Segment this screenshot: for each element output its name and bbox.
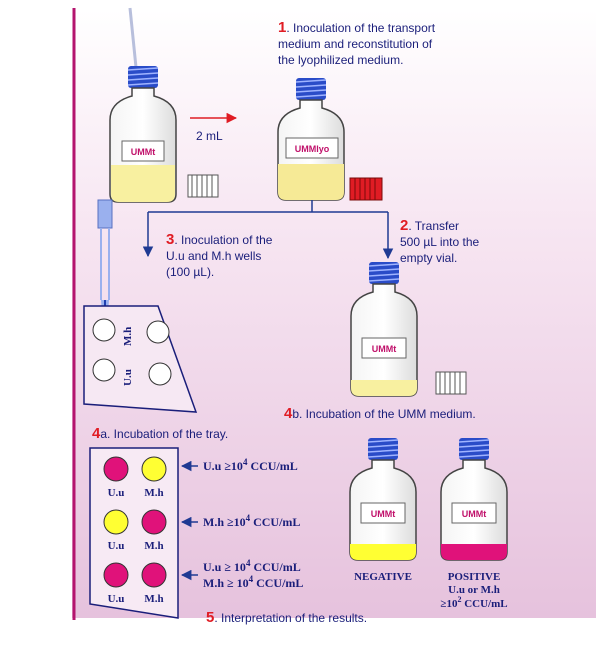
result-text-3b: M.h ≥ 104 CCU/mL (203, 574, 303, 590)
positive-label-line3: ≥102 CCU/mL (440, 595, 507, 610)
vial-transport: UMMt (109, 65, 177, 203)
result-well-r1-uu (103, 456, 129, 482)
vial-empty: UMMt (350, 261, 418, 397)
tray-top: M.h U.u (83, 305, 198, 413)
result-text-3a: U.u ≥ 104 CCU/mL (203, 558, 301, 574)
vial-lyo: UMMlyo (277, 77, 345, 201)
step2-text-line3: empty vial. (400, 251, 457, 265)
positive-label-line2: U.u or M.h (448, 584, 500, 596)
step4a-text: 4a. Incubation of the tray. (92, 425, 228, 442)
vial-empty-label: UMMt (372, 344, 397, 354)
step1-text-line3: the lyophilized medium. (278, 53, 403, 67)
step4b-text: 4b. Incubation of the UMM medium. (284, 405, 476, 422)
tray-results: U.u M.h U.u M.h U.u M.h (89, 447, 179, 619)
step5-number: 5 (206, 609, 214, 626)
step4a-number: 4 (92, 425, 101, 442)
result-label-r2-mh: M.h (144, 540, 163, 552)
step1-text-line2: medium and reconstitution of (278, 37, 433, 51)
step3-text-line3: (100 µL). (166, 265, 214, 279)
tray-well-mh-2 (146, 320, 170, 344)
step1-text: 1. Inoculation of the transport (278, 19, 436, 36)
result-well-r2-uu (103, 509, 129, 535)
tray-label-mh: M.h (122, 327, 134, 346)
negative-label: NEGATIVE (354, 571, 412, 583)
result-well-r2-mh (141, 509, 167, 535)
result-label-r1-uu: U.u (108, 487, 125, 499)
step5-text: 5. Interpretation of the results. (206, 609, 367, 626)
result-well-r3-mh (141, 562, 167, 588)
vial-positive: UMMt (440, 437, 508, 561)
step3-number: 3 (166, 231, 174, 248)
result-label-r2-uu: U.u (108, 540, 125, 552)
vial-positive-label: UMMt (462, 509, 487, 519)
result-well-r3-uu (103, 562, 129, 588)
step3-text: 3. Inoculation of the (166, 231, 273, 248)
tray-well-mh (92, 318, 116, 342)
step2-text: 2. Transfer (400, 217, 459, 234)
result-label-r1-mh: M.h (144, 487, 163, 499)
step2-text-line2: 500 µL into the (400, 235, 480, 249)
cap-white-1 (187, 174, 219, 198)
step4b-number: 4 (284, 405, 293, 422)
step1-number: 1 (278, 19, 286, 36)
result-label-r3-mh: M.h (144, 593, 163, 605)
vial-negative-label: UMMt (371, 509, 396, 519)
result-text-2: M.h ≥104 CCU/mL (203, 513, 300, 529)
cap-red (349, 177, 383, 201)
tray-label-uu: U.u (122, 369, 134, 386)
vial-negative: UMMt (349, 437, 417, 561)
vial-transport-label: UMMt (131, 147, 156, 157)
result-well-r1-mh (141, 456, 167, 482)
result-label-r3-uu: U.u (108, 593, 125, 605)
positive-label-line1: POSITIVE (448, 571, 501, 583)
tray-well-uu-2 (148, 362, 172, 386)
volume-label: 2 mL (196, 129, 223, 143)
tray-well-uu (92, 358, 116, 382)
step2-number: 2 (400, 217, 408, 234)
step3-text-line2: U.u and M.h wells (166, 249, 261, 263)
vial-lyo-label: UMMlyo (295, 144, 330, 154)
cap-white-2 (435, 371, 467, 395)
result-text-1: U.u ≥104 CCU/mL (203, 457, 298, 473)
